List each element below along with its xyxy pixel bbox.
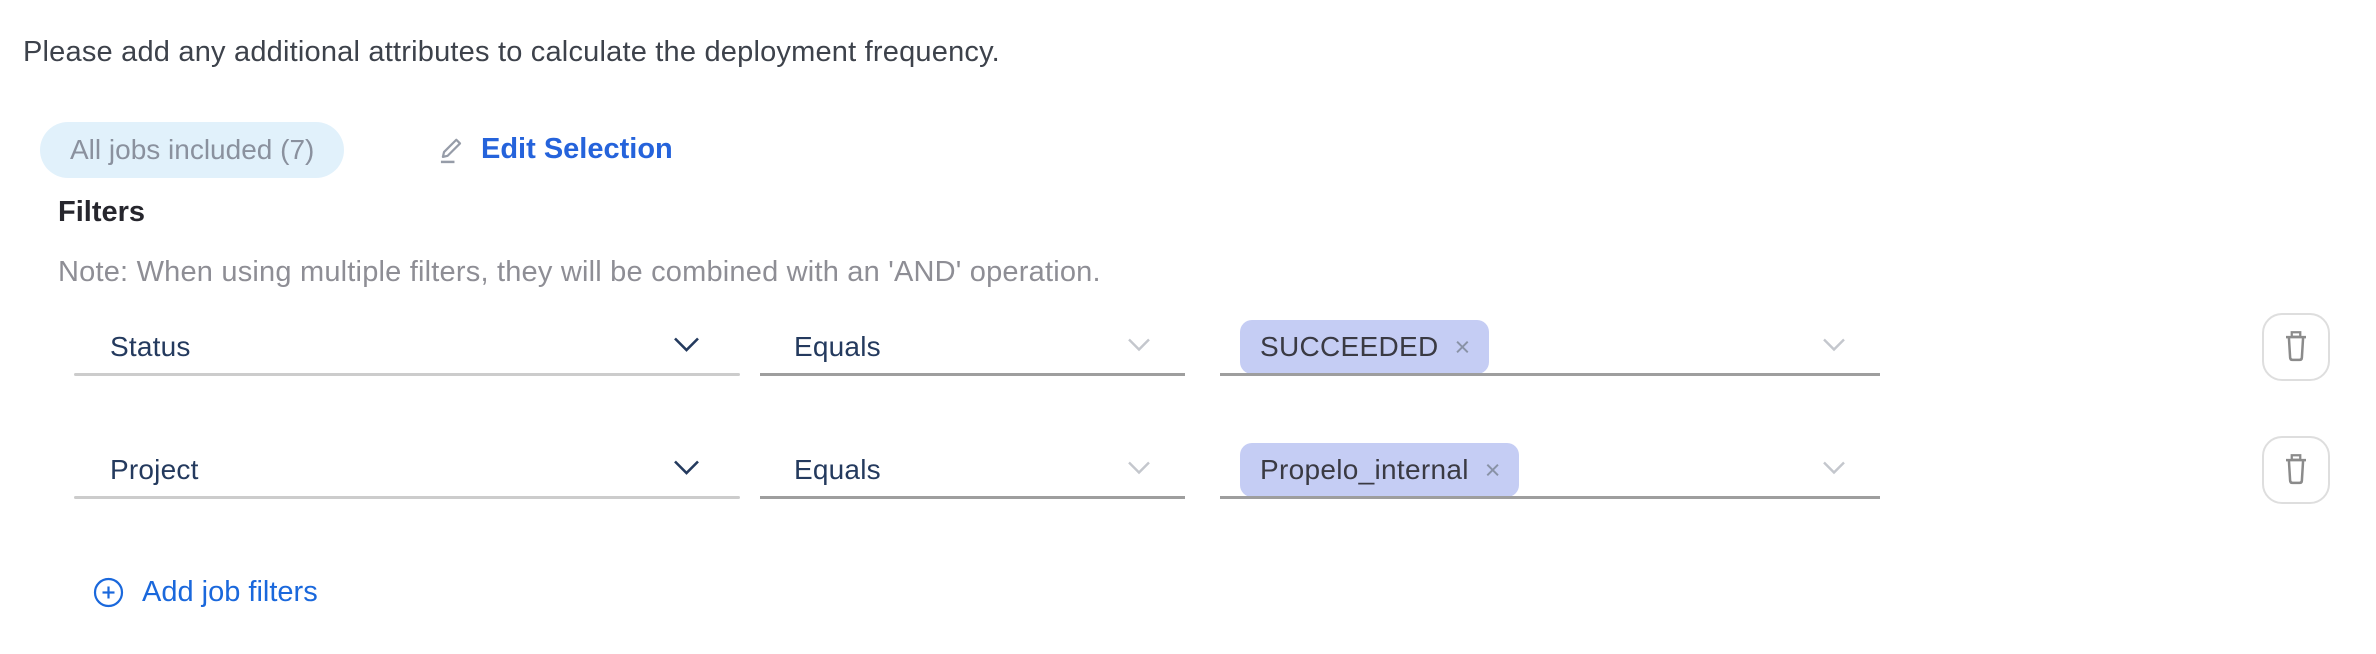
value-tag: SUCCEEDED × [1240,320,1489,374]
value-tag-label: Propelo_internal [1260,454,1469,485]
filter-row: Project Equals Propelo_internal × [0,436,2376,504]
value-multiselect[interactable]: SUCCEEDED × [1220,318,1880,376]
filter-row: Status Equals SUCCEEDED × [0,313,2376,381]
delete-filter-button[interactable] [2262,313,2330,381]
value-multiselect[interactable]: Propelo_internal × [1220,441,1880,499]
attribute-select-value: Status [110,331,191,362]
chevron-down-icon [673,337,700,358]
plus-circle-icon [93,577,124,608]
trash-icon [2281,452,2311,489]
remove-tag-icon[interactable]: × [1484,454,1501,485]
filters-heading: Filters [58,196,146,228]
value-tag: Propelo_internal × [1240,443,1519,497]
pencil-icon [437,133,467,165]
attribute-select[interactable]: Status [74,318,740,376]
intro-text: Please add any additional attributes to … [23,36,1000,68]
operator-select[interactable]: Equals [760,318,1185,376]
operator-select-value: Equals [794,331,881,362]
add-job-filters-button[interactable]: Add job filters [93,572,318,612]
operator-select-value: Equals [794,454,881,485]
chevron-down-icon [1127,461,1151,480]
jobs-included-badge[interactable]: All jobs included (7) [40,122,345,178]
edit-selection-button[interactable]: Edit Selection [437,127,673,171]
chevron-down-icon [1127,338,1151,357]
operator-select[interactable]: Equals [760,441,1185,499]
filters-note: Note: When using multiple filters, they … [58,256,1101,288]
attribute-select[interactable]: Project [74,441,740,499]
delete-filter-button[interactable] [2262,436,2330,504]
value-tag-label: SUCCEEDED [1260,331,1439,362]
chevron-down-icon [673,460,700,481]
edit-selection-label: Edit Selection [481,132,673,165]
attribute-select-value: Project [110,454,199,485]
chevron-down-icon [1822,461,1846,480]
chevron-down-icon [1822,338,1846,357]
jobs-included-label: All jobs included (7) [70,134,315,165]
trash-icon [2281,329,2311,366]
remove-tag-icon[interactable]: × [1454,331,1471,362]
add-job-filters-label: Add job filters [142,575,318,608]
